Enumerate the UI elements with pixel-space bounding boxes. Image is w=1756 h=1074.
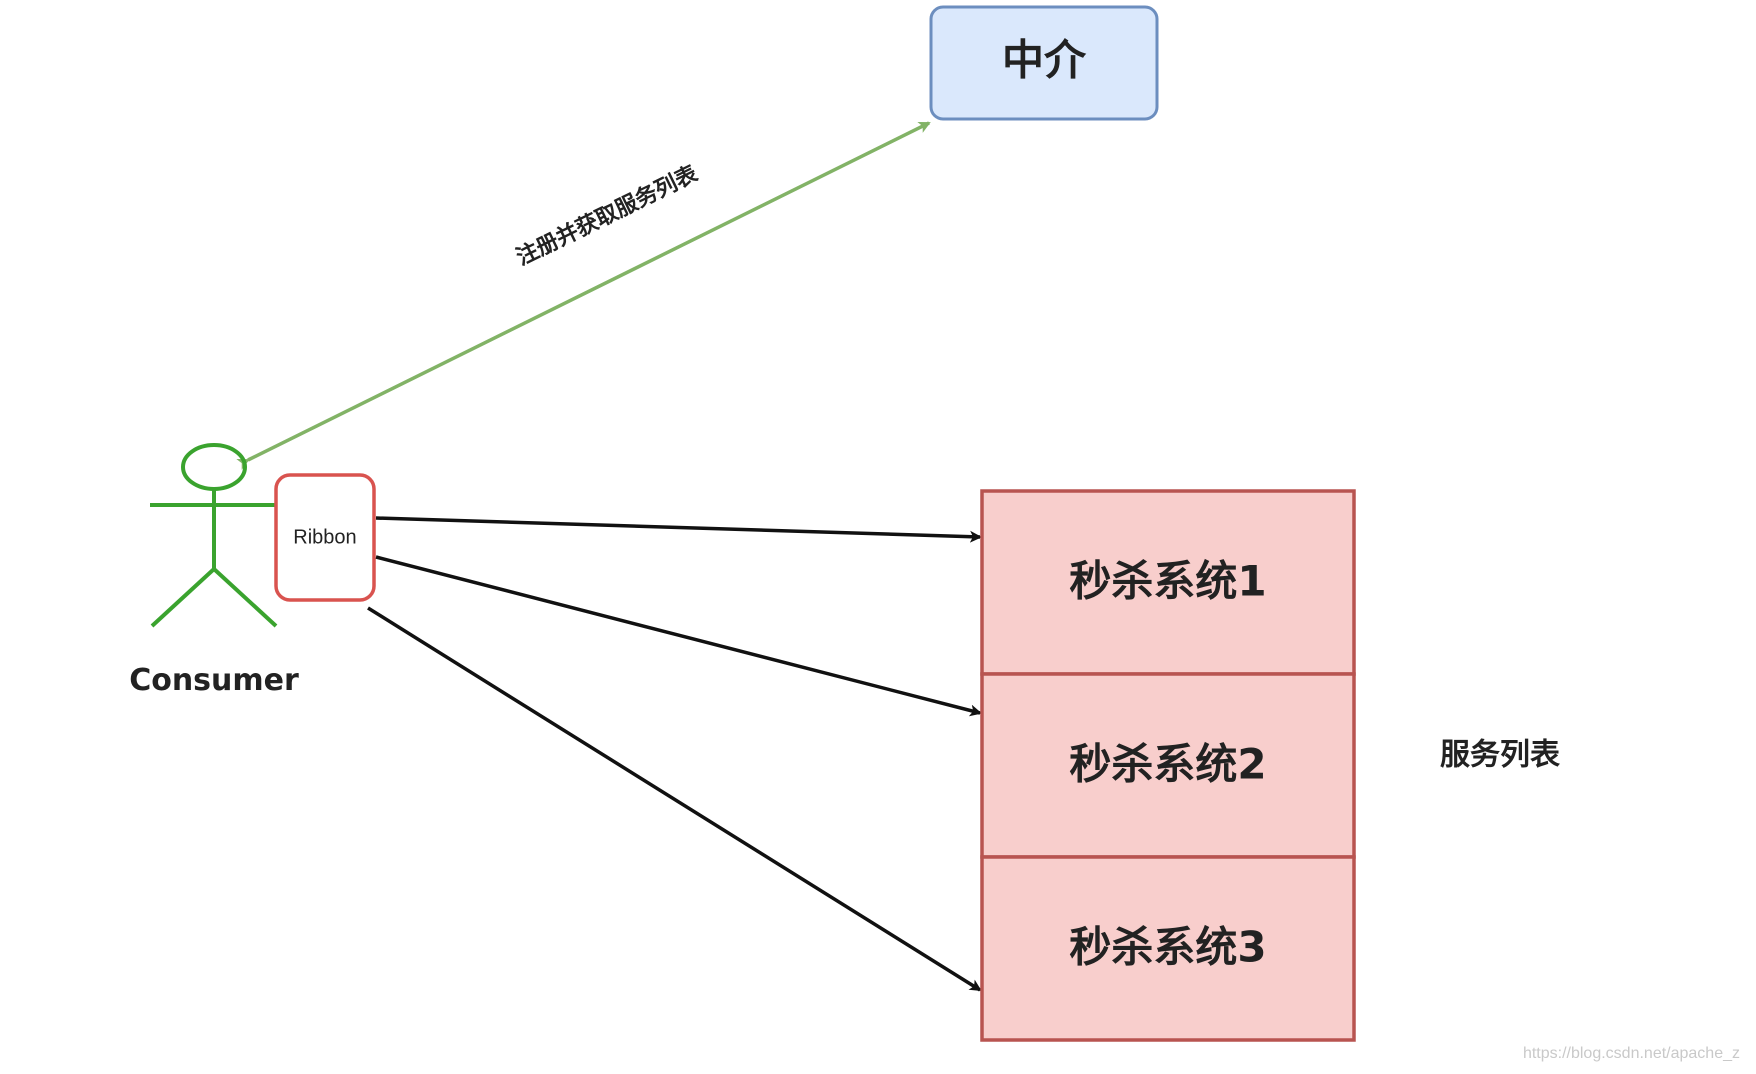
consumer-label: Consumer <box>129 663 299 698</box>
ribbon-label: Ribbon <box>293 526 356 548</box>
register-edge <box>236 121 931 470</box>
service-list-stack: 秒杀系统1 秒杀系统2 秒杀系统3 <box>980 489 1356 1042</box>
broker-label: 中介 <box>1002 36 1087 85</box>
service-node-1: 秒杀系统1 <box>980 489 1356 676</box>
broker-node: 中介 <box>929 5 1159 121</box>
ribbon-node: Ribbon <box>274 473 376 602</box>
service-node-2: 秒杀系统2 <box>980 672 1356 859</box>
service-list-label: 服务列表 <box>1440 738 1560 773</box>
consumer-actor-icon <box>150 443 278 628</box>
register-edge-label: 注册并获取服务列表 <box>512 160 702 271</box>
watermark-text: https://blog.csdn.net/apache_z <box>1523 1045 1740 1062</box>
service-node-3: 秒杀系统3 <box>980 855 1356 1042</box>
arrow-to-service-3 <box>367 606 982 992</box>
service-label-1: 秒杀系统1 <box>1069 557 1266 606</box>
arrow-to-service-2 <box>375 555 982 717</box>
service-label-2: 秒杀系统2 <box>1069 740 1266 789</box>
service-label-3: 秒杀系统3 <box>1069 923 1266 972</box>
arrow-to-service-1 <box>375 516 982 543</box>
